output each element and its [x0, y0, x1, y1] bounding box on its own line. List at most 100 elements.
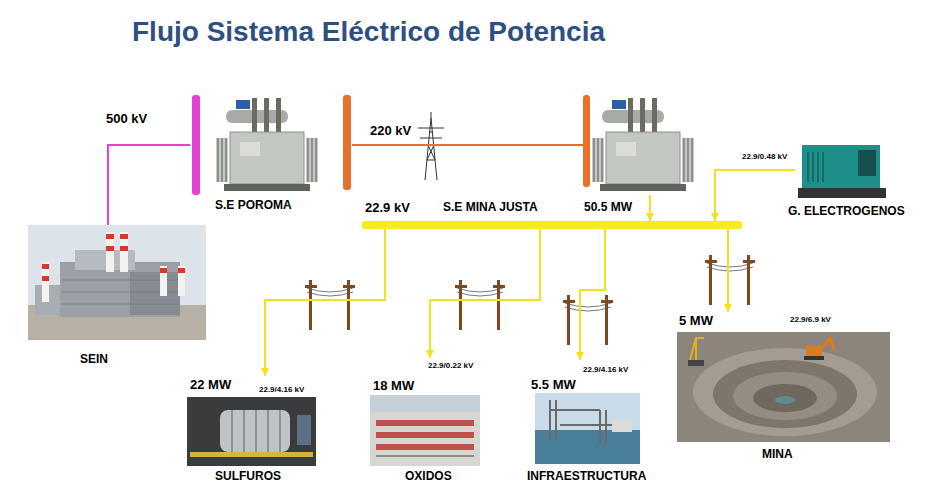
power-plant-picture	[120, 232, 128, 272]
power-line	[261, 229, 385, 376]
line-label: 22.9/0.48 kV	[740, 152, 789, 161]
node-label: 22 MW	[190, 378, 231, 393]
node-label: MINA	[762, 448, 793, 462]
power-plant-picture	[28, 225, 206, 340]
generator-picture	[808, 152, 823, 182]
infraestructura-picture	[612, 420, 632, 432]
generator-picture	[798, 145, 886, 198]
node-label: 18 MW	[373, 379, 414, 394]
arrow-head	[576, 352, 584, 360]
node-label: OXIDOS	[405, 470, 452, 484]
arrow-head	[724, 304, 732, 312]
oxidos-picture	[376, 420, 474, 426]
node-label: INFRAESTRUCTURA	[527, 470, 646, 484]
power-plant-picture	[120, 246, 128, 251]
node-label: 22.9/4.16 kV	[259, 385, 304, 394]
power-line	[426, 229, 540, 358]
arrow-head	[426, 350, 434, 358]
mina-poles	[705, 255, 755, 305]
mina-justa-transformer	[594, 98, 692, 191]
oxidos-poles	[455, 280, 505, 330]
mina-picture	[693, 348, 877, 436]
power-plant-picture	[106, 246, 114, 251]
diagram-title: Flujo Sistema Eléctrico de Potencia	[132, 16, 605, 48]
power-plant-picture	[130, 272, 180, 315]
load-node: 22 MW22.9/4.16 kVSULFUROS	[187, 376, 335, 468]
line-label: 500 kV	[104, 112, 149, 127]
power-line-path	[715, 170, 795, 221]
sulfuros-picture	[187, 397, 316, 466]
power-plant-picture	[106, 234, 114, 239]
infraestructura-picture	[535, 393, 640, 464]
power-plant-picture	[178, 266, 185, 296]
power-plant-picture	[28, 225, 206, 340]
sulfuros-picture	[232, 410, 280, 452]
power-line	[576, 229, 605, 360]
node-label: G. ELECTROGENOS	[788, 205, 905, 219]
line-label: 50.5 MW	[582, 201, 634, 215]
arrow-head	[261, 368, 269, 376]
power-plant-picture	[160, 266, 167, 296]
mina-picture	[733, 372, 837, 420]
bus-bars	[583, 95, 590, 187]
infraestructura-picture	[535, 393, 640, 464]
power-line-path	[727, 229, 729, 312]
generator-node: G. ELECTROGENOS	[795, 138, 887, 200]
oxidos-picture	[376, 455, 474, 457]
power-line-path	[108, 145, 190, 225]
bus-bar: 22.9 kV	[362, 221, 742, 229]
power-line	[646, 195, 654, 221]
load-node: 5 MW22.9/6.9 kVMINA	[677, 312, 892, 444]
mina-picture	[822, 338, 834, 350]
node-label: S.E POROMA	[215, 199, 292, 213]
node-label: 5 MW	[679, 314, 713, 329]
generator-picture	[802, 145, 880, 189]
power-plant-picture	[120, 234, 128, 239]
bus-bars	[192, 95, 200, 195]
substation-node: S.E MINA JUSTA	[583, 95, 695, 195]
generator-picture	[798, 188, 886, 198]
power-plant-picture	[178, 268, 185, 273]
oxidos-picture	[370, 395, 480, 466]
power-line	[108, 145, 190, 225]
arrow-head	[711, 213, 719, 221]
sulfuros-poles	[305, 280, 355, 330]
oxidos-picture	[376, 432, 474, 438]
load-node: 18 MW22.9/0.22 kVOXIDOS	[370, 358, 490, 468]
power-line	[724, 229, 732, 312]
node-label: S.E MINA JUSTA	[443, 201, 538, 215]
power-line-path	[352, 144, 583, 146]
sulfuros-picture	[190, 452, 313, 457]
node-label: 22.9/4.16 kV	[583, 365, 628, 374]
bus-bars	[192, 95, 590, 195]
line-label: 220 kV	[368, 124, 413, 139]
power-line-path	[265, 229, 385, 376]
mina-picture	[804, 356, 824, 360]
mina-picture	[806, 346, 822, 356]
generator-picture	[858, 150, 876, 176]
load-node: 5.5 MW22.9/4.16 kVINFRAESTRUCTURA	[530, 360, 645, 466]
power-line-path	[430, 229, 540, 358]
node-label: 22.9/6.9 kV	[790, 315, 831, 324]
node-label: 22.9/0.22 kV	[428, 361, 473, 370]
source-node: SEIN	[28, 225, 206, 340]
sulfuros-picture	[187, 397, 316, 466]
mina-picture	[775, 396, 795, 404]
power-line-path	[580, 229, 605, 360]
power-plant-picture	[42, 264, 49, 269]
mina-picture	[677, 332, 890, 442]
node-label: SULFUROS	[215, 470, 281, 484]
mina-picture	[753, 384, 817, 412]
power-line	[711, 170, 795, 221]
node-label: 5.5 MW	[531, 378, 576, 393]
power-plant-picture	[106, 232, 114, 272]
sulfuros-picture	[297, 415, 311, 445]
mina-picture	[688, 360, 704, 366]
substation-node: S.E POROMA	[190, 95, 352, 195]
oxidos-picture	[376, 444, 474, 450]
power-line	[352, 145, 583, 146]
sulfuros-picture	[220, 410, 290, 452]
